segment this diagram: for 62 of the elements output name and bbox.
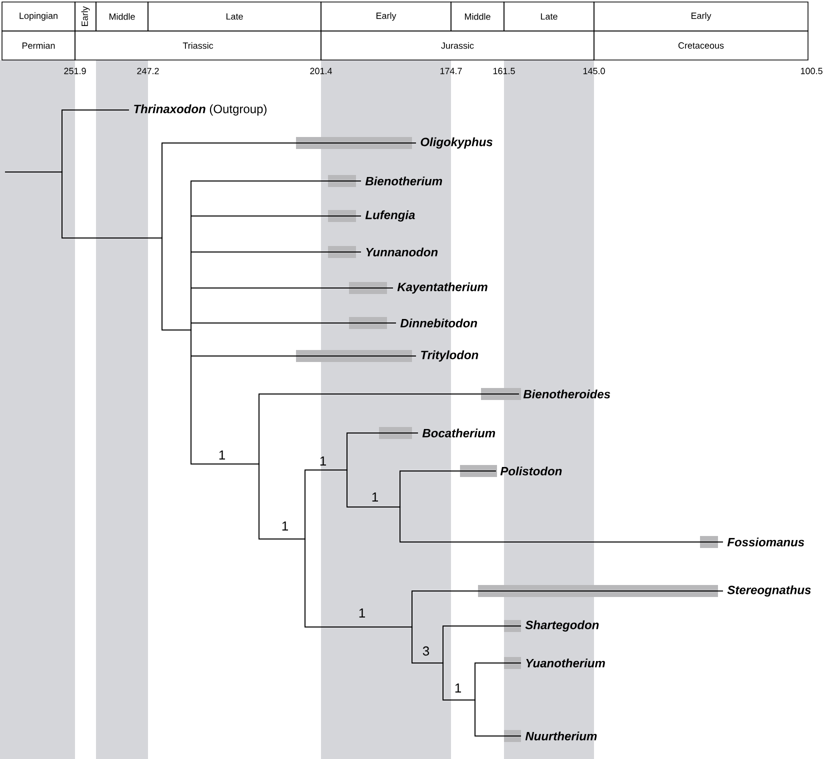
branch-line: [304, 470, 348, 540]
tick-label: 161.5: [493, 68, 515, 74]
edge-label: 1: [320, 456, 326, 466]
edge-label: 1: [372, 492, 378, 502]
table-cell: Lopingian: [2, 2, 76, 32]
branch-line: [346, 470, 400, 508]
tick-label: 247.2: [137, 68, 159, 74]
table-cell: Triassic: [74, 30, 322, 60]
tick-label: 201.4: [310, 68, 332, 74]
branch-line: [474, 662, 522, 700]
taxon-label: Bienotherium: [365, 176, 442, 186]
edge-label: 3: [422, 646, 430, 656]
edge-label: 1: [219, 450, 225, 460]
taxon-label: Lufengia: [365, 210, 415, 222]
table-cell: Late: [148, 2, 322, 32]
branch-line: [258, 394, 520, 464]
table-cell: Middle: [96, 2, 148, 32]
tick-label: 100.5: [800, 68, 822, 74]
branch-line: [258, 464, 306, 540]
taxon-label: Bienotheroides: [523, 390, 610, 398]
taxon-label: Shartegodon: [525, 620, 599, 632]
branch-line: [190, 330, 260, 464]
tick-label: 251.9: [64, 68, 86, 74]
edge-label: 1: [455, 684, 461, 692]
branch-line: [162, 142, 416, 238]
tick-label: 145.0: [583, 68, 605, 74]
edge-label: 1: [282, 522, 288, 530]
tick-label: 174.7: [440, 68, 462, 74]
table-cell: Middle: [450, 2, 504, 32]
branch-line: [400, 506, 724, 542]
taxon-label: Yunnanodon: [366, 248, 438, 256]
branch-line: [412, 590, 724, 628]
taxon-label: Yuanotherium: [526, 658, 605, 668]
branch-line: [442, 626, 522, 664]
table-cell: Early: [594, 2, 808, 32]
taxon-label: Polistodon: [500, 466, 562, 476]
branch-line: [474, 700, 522, 736]
taxon-label: Tritylodon: [421, 350, 478, 362]
taxon-label: Dinnebitodon: [400, 318, 478, 328]
branch-line: [62, 172, 162, 238]
branch-line: [190, 322, 396, 330]
table-cell: Early: [74, 2, 96, 32]
branch-line: [346, 432, 418, 470]
edge-label: 1: [359, 608, 365, 618]
taxon-label: Bocatherium: [422, 428, 496, 438]
branch-line: [442, 662, 476, 700]
branch-line: [412, 626, 444, 664]
table-cell: Cretaceous: [594, 30, 808, 60]
taxon-label: Thrinaxodon (Outgroup): [134, 104, 266, 116]
taxon-label: Nuurtherium: [525, 732, 597, 740]
taxon-label: Oligokyphus: [420, 137, 492, 149]
branch-line: [162, 238, 192, 330]
branch-line: [304, 538, 412, 628]
table-cell: Permian: [2, 30, 76, 60]
taxon-label: Fossiomanus: [727, 538, 804, 546]
branch-line: [400, 470, 496, 508]
table-cell: Early: [320, 2, 452, 32]
branch-line: [62, 110, 130, 172]
taxon-label: Kayentatherium: [397, 282, 488, 294]
table-cell: Late: [504, 2, 594, 32]
taxon-label: Stereognathus: [727, 585, 811, 597]
table-cell: Jurassic: [320, 30, 594, 60]
